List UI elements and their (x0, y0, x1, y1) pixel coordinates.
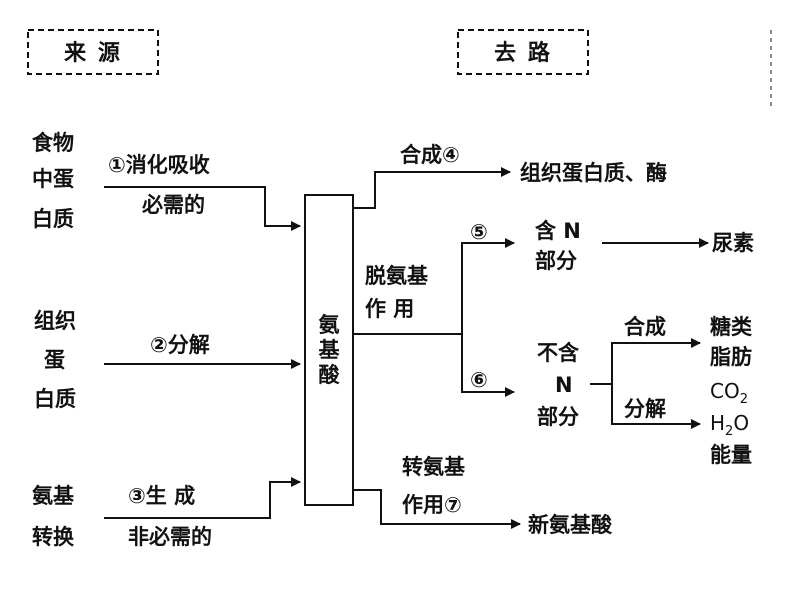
new-aa-arrow (354, 489, 521, 529)
amino-acid-box (304, 194, 354, 506)
synth-label: 合成 (624, 315, 666, 339)
edge1-arrow (104, 186, 301, 231)
decompose-label: 分解 (624, 397, 666, 421)
synth-sugar-arrow (590, 338, 701, 385)
deamination-upper-arrow (354, 238, 515, 335)
circle6-label: ⑥ (470, 368, 488, 392)
no-n-part-line3: 部分 (537, 405, 579, 429)
edge3-label-bottom: 非必需的 (128, 525, 212, 549)
food-label-line2: 中蛋 (32, 167, 74, 191)
center-char-2: 基 (319, 338, 341, 362)
destination-header: 去 路 (457, 29, 589, 75)
deamination-lower-arrow (461, 334, 515, 397)
deamination-line2: 作 用 (365, 297, 414, 321)
h2o-label: H2O (710, 411, 749, 439)
destination-header-text: 去 路 (494, 40, 552, 66)
edge2-label: ②分解 (150, 333, 210, 357)
center-char-3: 酸 (319, 363, 341, 387)
food-label-line3: 白质 (32, 207, 74, 231)
urea-label: 尿素 (712, 231, 754, 255)
tissue-label-line2: 蛋 (44, 348, 65, 372)
fat-label: 脂肪 (710, 345, 752, 369)
tissue-label-line3: 白质 (34, 387, 76, 411)
edge3-label-top: ③生 成 (128, 484, 195, 508)
energy-label: 能量 (710, 443, 752, 467)
no-n-part-line1: 不含 (537, 341, 580, 365)
transam-label-line1: 氨基 (32, 484, 75, 508)
no-n-part-line2: N (555, 373, 573, 397)
new-aa-label: 新氨基酸 (528, 513, 613, 537)
synth4-label: 合成④ (400, 143, 460, 167)
circle5-label: ⑤ (470, 220, 488, 244)
food-label-line1: 食物 (32, 131, 74, 155)
center-char-1: 氨 (319, 313, 340, 337)
tissue-label-line1: 组织 (34, 309, 76, 333)
deamination-line1: 脱氨基 (365, 264, 429, 288)
sugar-label: 糖类 (710, 315, 753, 339)
transam-label-line2: 转换 (32, 525, 75, 549)
transamination-out-line1: 转氨基 (402, 455, 466, 479)
n-part-line1: 含 N (535, 219, 581, 243)
source-header-text: 来 源 (63, 41, 122, 66)
source-header: 来 源 (27, 29, 159, 75)
decompose-arrow (611, 384, 701, 429)
edge3-arrow (104, 477, 301, 519)
edge1-label-top: ①消化吸收 (108, 153, 210, 177)
tissue-protein-label: 组织蛋白质、酶 (520, 161, 667, 185)
n-part-line2: 部分 (535, 249, 577, 273)
edge1-label-bottom: 必需的 (142, 193, 205, 217)
transamination-out-line2: 作用⑦ (402, 493, 462, 517)
synth4-arrow (354, 167, 511, 209)
co2-label: CO2 (710, 379, 748, 407)
